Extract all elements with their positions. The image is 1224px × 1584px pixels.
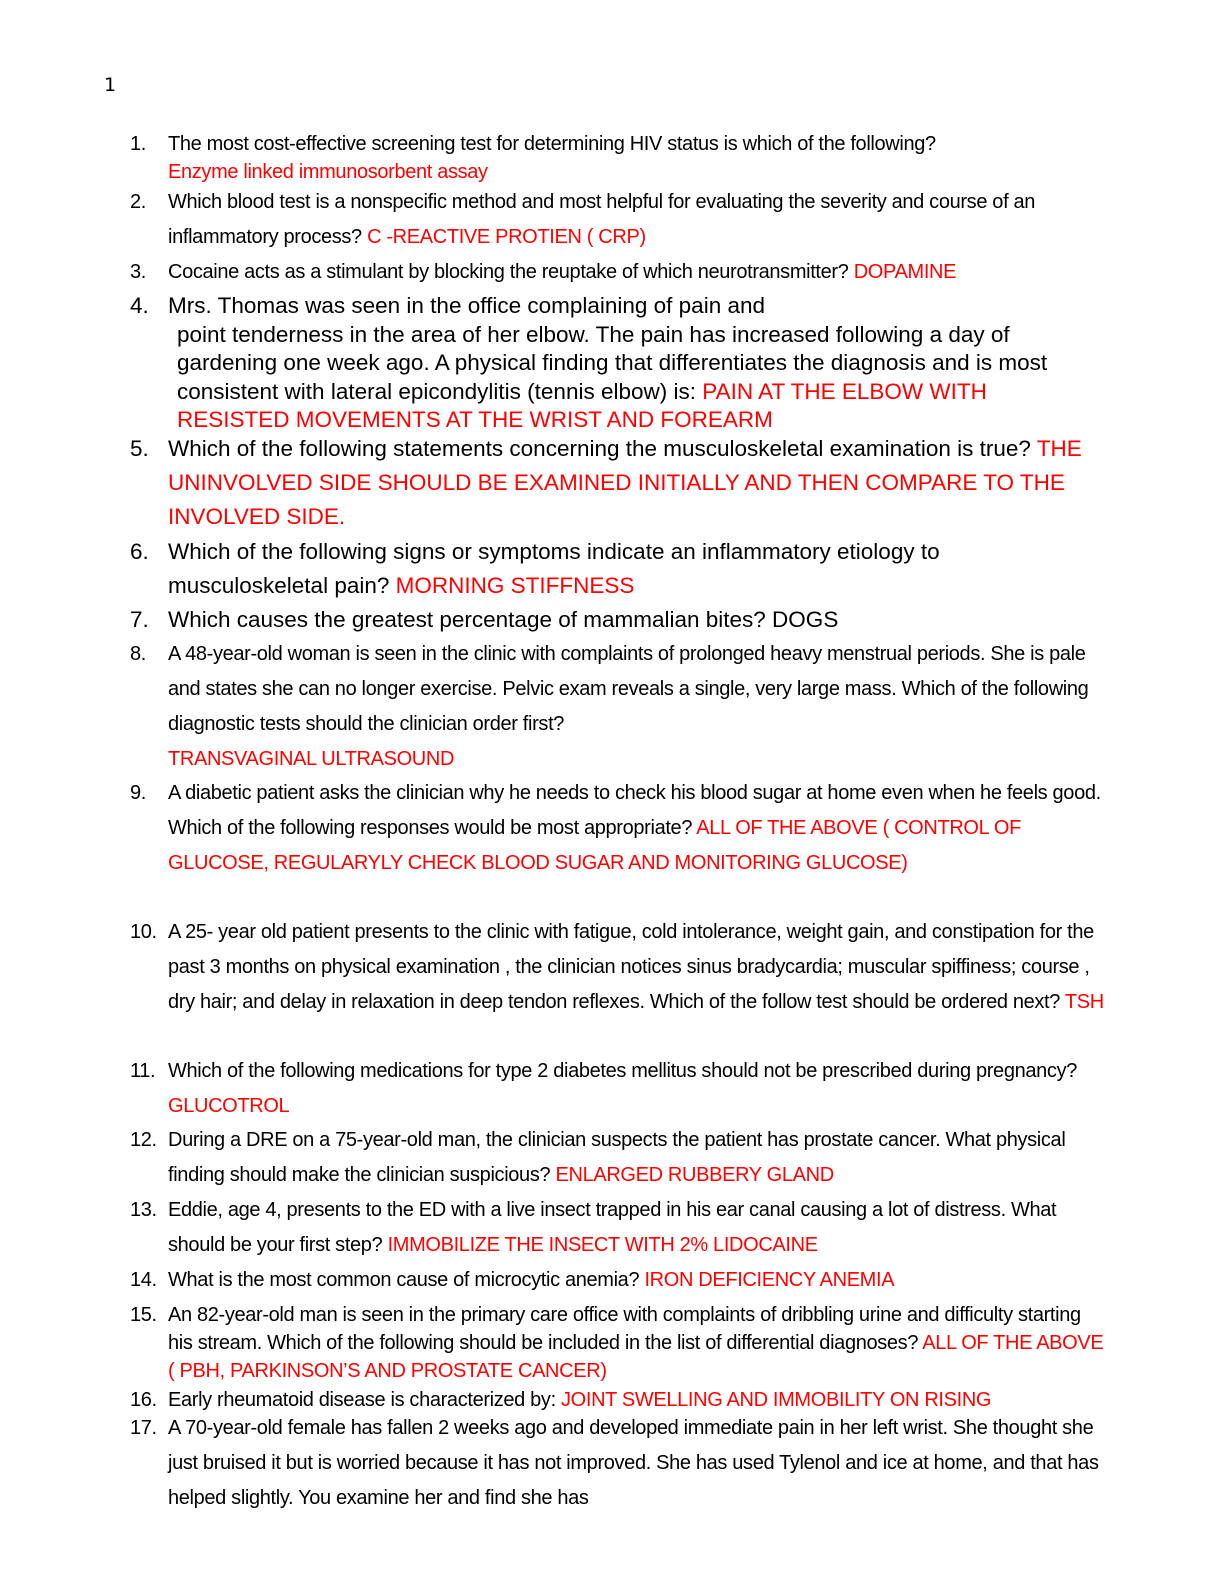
answer-text: GLUCOTROL xyxy=(168,1095,290,1117)
question-text: A 48-year-old woman is seen in the clini… xyxy=(168,643,1089,735)
question-text: What is the most common cause of microcy… xyxy=(168,1269,640,1291)
answer-text: ALL OF THE ABOVE ( PBH, PARKINSON’S AND … xyxy=(168,1332,1104,1382)
answer-text: C -REACTIVE PROTIEN ( CRP) xyxy=(367,226,646,248)
question-number: 7. xyxy=(130,607,149,632)
question-number: 13. xyxy=(130,1199,157,1221)
question-number: 12. xyxy=(130,1129,157,1151)
question-text: During a DRE on a 75-year-old man, the c… xyxy=(168,1129,1066,1186)
answer-text: ALL OF THE ABOVE ( CONTROL OF GLUCOSE, R… xyxy=(168,817,1021,874)
answer-text: TSH xyxy=(1064,991,1104,1013)
answer-text: MORNING STIFFNESS xyxy=(395,573,635,598)
question-text: A diabetic patient asks the clinician wh… xyxy=(168,782,1101,839)
question-text: A 25- year old patient presents to the c… xyxy=(168,921,1094,1013)
answer-text: THE UNINVOLVED SIDE SHOULD BE EXAMINED I… xyxy=(168,436,1082,529)
answer-text: PAIN AT THE ELBOW WITH RESISTED MOVEMENT… xyxy=(177,378,987,433)
answer-text: JOINT SWELLING AND IMMOBILITY ON RISING xyxy=(561,1389,992,1411)
question-number: 14. xyxy=(130,1269,157,1291)
question-text: Eddie, age 4, presents to the ED with a … xyxy=(168,1199,1057,1256)
question-text: Early rheumatoid disease is characterize… xyxy=(168,1389,556,1411)
question-number: 6. xyxy=(130,539,149,564)
page-number: 1 xyxy=(104,74,117,96)
answer-text: IMMOBILIZE THE INSECT WITH 2% LIDOCAINE xyxy=(387,1234,818,1256)
question-number: 17. xyxy=(130,1417,157,1439)
question-text: The most cost-effective screening test f… xyxy=(168,133,936,155)
answer-text: IRON DEFICIENCY ANEMIA xyxy=(644,1269,895,1291)
question-text: Which of the following signs or symptoms… xyxy=(168,539,940,598)
question-number: 9. xyxy=(130,782,146,804)
question-number: 5. xyxy=(130,436,149,461)
answer-text: DOPAMINE xyxy=(853,261,957,283)
question-text: Which of the following medications for t… xyxy=(168,1060,1077,1082)
answer-text: TRANSVAGINAL ULTRASOUND xyxy=(168,748,455,770)
answer-text: ENLARGED RUBBERY GLAND xyxy=(555,1164,834,1186)
question-number: 8. xyxy=(130,643,146,665)
question-text: Which blood test is a nonspecific method… xyxy=(168,191,1036,248)
question-number: 10. xyxy=(130,921,157,943)
question-text-line-1: Mrs. Thomas was seen in the office compl… xyxy=(168,293,765,318)
question-number: 16. xyxy=(130,1389,157,1411)
question-text: point tenderness in the area of her elbo… xyxy=(177,321,1048,404)
question-number: 3. xyxy=(130,261,146,283)
question-number: 4. xyxy=(130,293,149,318)
question-number: 11. xyxy=(130,1060,156,1082)
question-number: 15. xyxy=(130,1304,157,1326)
question-number: 1. xyxy=(130,133,146,155)
answer-text: Enzyme linked immunosorbent assay xyxy=(168,161,488,183)
question-number: 2. xyxy=(130,191,146,213)
question-text: Cocaine acts as a stimulant by blocking … xyxy=(168,261,849,283)
question-text: An 82-year-old man is seen in the primar… xyxy=(168,1304,1081,1354)
question-text: Which causes the greatest percentage of … xyxy=(168,607,839,632)
question-text: A 70-year-old female has fallen 2 weeks … xyxy=(168,1417,1099,1509)
question-text: Which of the following statements concer… xyxy=(168,436,1031,461)
